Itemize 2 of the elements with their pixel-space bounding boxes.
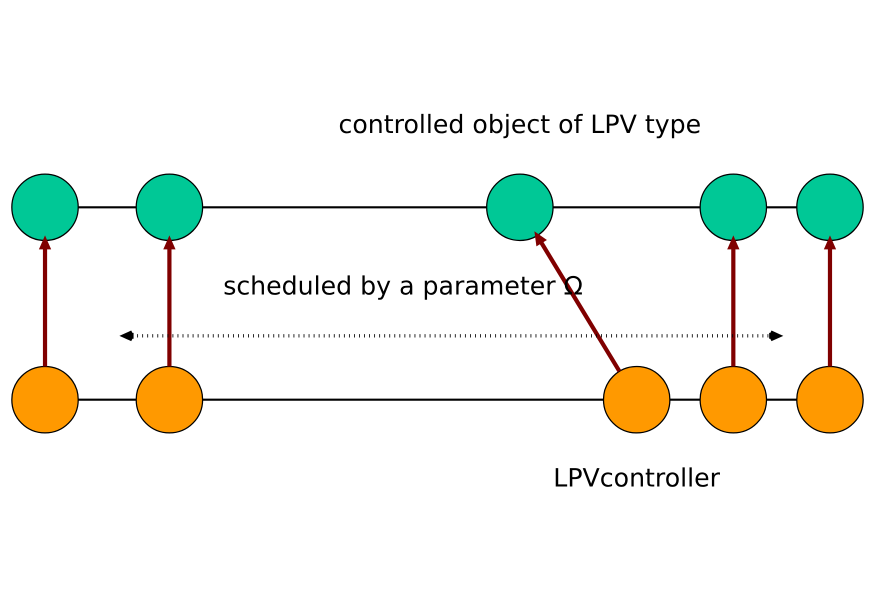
label: LPVcontroller (553, 463, 720, 492)
label: controlled object of LPV type (338, 109, 702, 138)
